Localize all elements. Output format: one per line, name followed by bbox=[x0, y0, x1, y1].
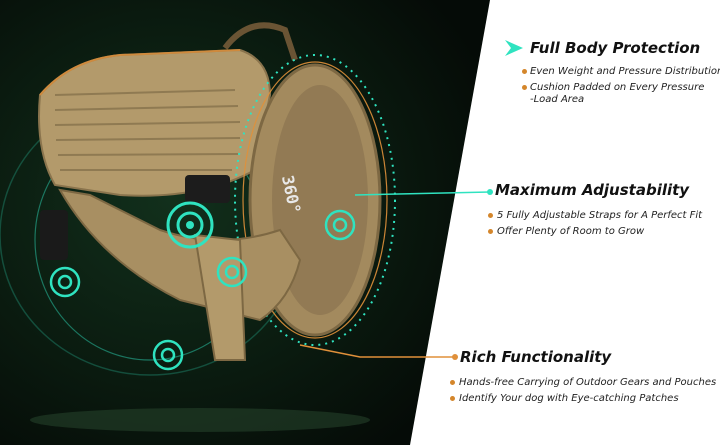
adjust-ring bbox=[234, 54, 396, 346]
molle-webbing bbox=[54, 89, 241, 171]
feature-bullet: Identify Your dog with Eye-catching Patc… bbox=[459, 393, 679, 404]
buckle-left bbox=[40, 210, 68, 260]
feature-bullet: -Load Area bbox=[530, 94, 585, 105]
bullet-dot bbox=[488, 213, 493, 218]
bullet-dot bbox=[522, 85, 527, 90]
feature-bullet: Hands-free Carrying of Outdoor Gears and… bbox=[459, 377, 717, 388]
chevron-arrow-icon bbox=[505, 40, 523, 56]
feature-bullet: 5 Fully Adjustable Straps for A Perfect … bbox=[497, 210, 703, 221]
bullet-dot bbox=[450, 380, 455, 385]
feature-bullet: Even Weight and Pressure Distribution bbox=[530, 66, 720, 77]
bullet-dot bbox=[450, 396, 455, 401]
feature-title: Full Body Protection bbox=[530, 39, 701, 57]
adjust-target-icon-5 bbox=[324, 209, 356, 241]
feature-bullet: Offer Plenty of Room to Grow bbox=[497, 226, 645, 237]
feature-title: Rich Functionality bbox=[460, 348, 612, 366]
bullet-dot bbox=[522, 69, 527, 74]
adjust-target-icon-4 bbox=[152, 339, 184, 371]
feature-bullet: Cushion Padded on Every Pressure bbox=[530, 82, 705, 93]
adjust-target-icon-3 bbox=[216, 256, 248, 288]
callout-line-adjustability bbox=[354, 191, 491, 196]
bullet-dot bbox=[488, 229, 493, 234]
adjust-target-icon-2 bbox=[49, 266, 81, 298]
adjust-target-icon bbox=[166, 201, 214, 249]
callout-line-functionality bbox=[299, 344, 455, 358]
buckle-center bbox=[185, 175, 230, 203]
feature-title: Maximum Adjustability bbox=[495, 181, 690, 199]
top-handle bbox=[222, 22, 298, 61]
